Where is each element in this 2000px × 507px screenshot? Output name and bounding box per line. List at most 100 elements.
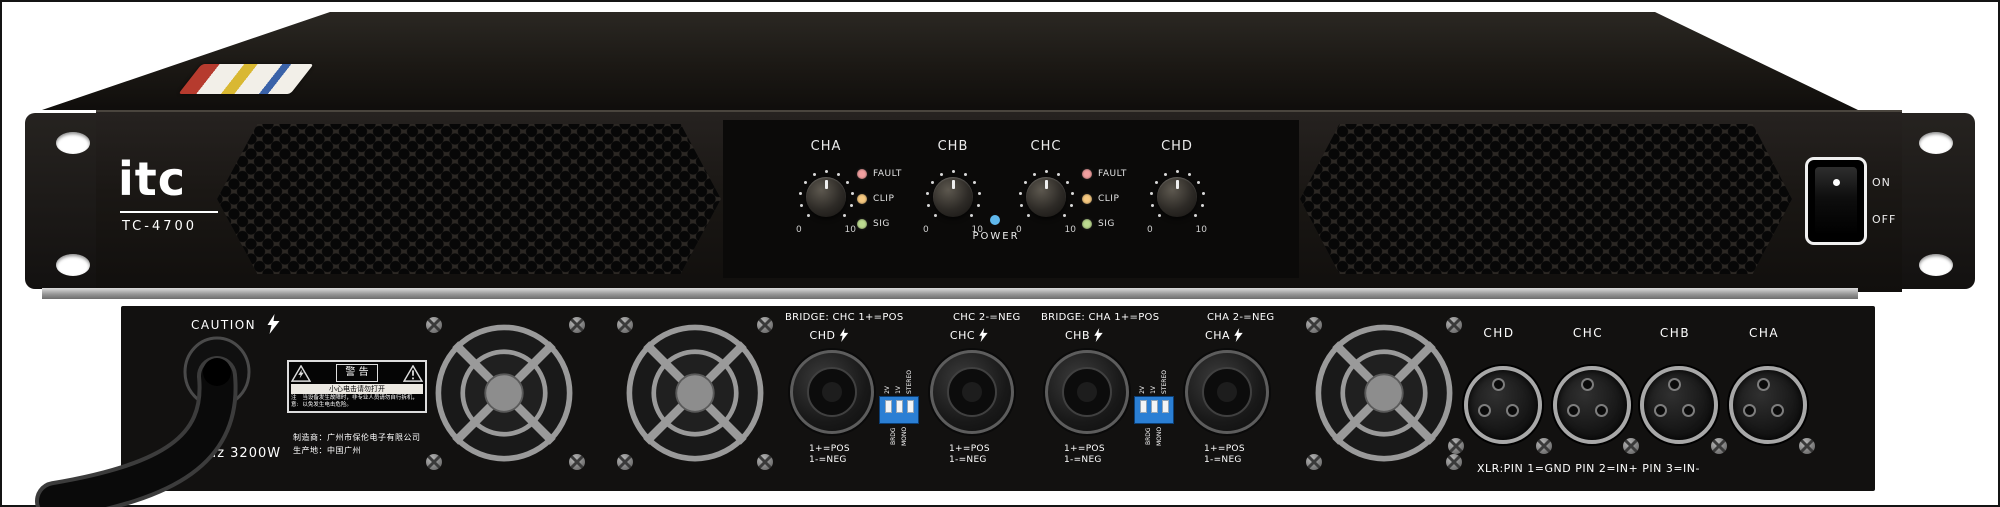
- sig-led: [857, 218, 867, 229]
- gain-knob-chb[interactable]: [924, 168, 982, 226]
- pin-pos: 1+=POS: [949, 444, 990, 454]
- xlr-pin-hole: [1478, 404, 1491, 417]
- lightning-icon: [1094, 328, 1103, 342]
- pin-pos: 1+=POS: [809, 444, 850, 454]
- xlr-pin-hole: [1567, 404, 1580, 417]
- switch-on-label: ON: [1872, 176, 1891, 189]
- warning-subtitle: 小心电击请勿打开: [291, 384, 423, 394]
- xlr-pin-hole: [1743, 404, 1756, 417]
- xlr-connector-chb: [1640, 366, 1718, 444]
- shock-warning-icon: [291, 364, 311, 382]
- screw: [1799, 438, 1815, 454]
- dip-toggle[interactable]: [1139, 400, 1147, 413]
- led-row: CLIP: [1082, 186, 1127, 211]
- screw: [617, 317, 633, 333]
- channel-text: CHC: [949, 328, 976, 342]
- dip-label-stereo: STEREO: [905, 370, 913, 394]
- power-label: POWER: [972, 231, 1020, 242]
- fan-grille: [1315, 324, 1453, 462]
- top-sticker: [178, 64, 314, 94]
- power-switch[interactable]: [1805, 157, 1867, 245]
- fault-led: [857, 168, 867, 179]
- scale-max: 10: [1064, 225, 1076, 235]
- xlr-connector-cha: [1729, 366, 1807, 444]
- led-indicators-left: FAULT CLIP SIG: [857, 161, 902, 236]
- speakon-channel-label-chd: CHD: [810, 328, 849, 342]
- dip-toggle[interactable]: [1161, 400, 1169, 413]
- pin-neg: 1-=NEG: [1204, 455, 1242, 465]
- speakon-connector-chb: [1045, 350, 1129, 434]
- rear-panel: CAUTION ~50Hz 3200W 警 告 小心电击请勿打开 注意: 当设备…: [121, 306, 1875, 491]
- channel-label-chd: CHD: [1161, 139, 1193, 154]
- power-led: [990, 215, 1000, 225]
- screw: [1711, 438, 1727, 454]
- screw: [1448, 438, 1464, 454]
- channel-label-chc: CHC: [1030, 139, 1062, 154]
- chassis-base-strip: [42, 288, 1858, 299]
- dip-label-2v: 2V: [1139, 386, 1147, 394]
- ventilation-grille-right: [1300, 124, 1792, 274]
- dip-body[interactable]: [1134, 396, 1174, 424]
- led-row: FAULT: [1082, 161, 1127, 186]
- pin-polarity-label-chb: 1+=POS 1-=NEG: [1064, 444, 1105, 466]
- knob-scale-chd: 0 10: [1147, 225, 1207, 235]
- dip-toggle[interactable]: [884, 400, 892, 413]
- screw: [1446, 454, 1462, 470]
- switch-off-label: OFF: [1872, 213, 1897, 226]
- gain-knob-cha[interactable]: [797, 168, 855, 226]
- dip-toggle[interactable]: [1150, 400, 1158, 413]
- scale-max: 10: [1195, 225, 1207, 235]
- screw: [1306, 454, 1322, 470]
- scale-min: 0: [1016, 225, 1022, 235]
- gain-knob-chd[interactable]: [1148, 168, 1206, 226]
- sig-label: SIG: [1098, 218, 1115, 229]
- pin-neg: 1-=NEG: [809, 455, 847, 465]
- channel-label-cha: CHA: [810, 139, 842, 154]
- dip-label-brdg: BRDG: [889, 427, 897, 445]
- clip-led: [1082, 193, 1092, 204]
- sig-label: SIG: [873, 218, 890, 229]
- exclamation-warning-icon: [403, 364, 423, 382]
- bridge-label-group1: BRIDGE: CHC 1+=POS: [785, 312, 904, 323]
- pin-neg: 1-=NEG: [1064, 455, 1102, 465]
- screw: [569, 317, 585, 333]
- rack-mount-hole: [1919, 254, 1953, 276]
- speakon-connector-chc: [930, 350, 1014, 434]
- fault-label: FAULT: [873, 168, 902, 179]
- warning-label: 警 告 小心电击请勿打开 注意: 当设备发生故障时，非专业人员请勿自行拆机，以免…: [287, 360, 427, 413]
- speakon-channel-label-cha: CHA: [1205, 328, 1243, 342]
- channel-text: CHD: [809, 328, 836, 342]
- screw: [757, 454, 773, 470]
- lightning-icon: [267, 314, 280, 334]
- gain-knob-chc[interactable]: [1017, 168, 1075, 226]
- scale-max: 10: [971, 225, 983, 235]
- model-number: TC-4700: [122, 219, 198, 234]
- dip-toggle[interactable]: [906, 400, 914, 413]
- screw: [569, 454, 585, 470]
- dip-body[interactable]: [879, 396, 919, 424]
- xlr-pin-hole: [1492, 378, 1505, 391]
- mode-dip-switch-group1[interactable]: 2V 1V STEREO BRDG MONO: [875, 368, 923, 447]
- clip-label: CLIP: [873, 193, 895, 204]
- bridge-label-group2: BRIDGE: CHA 1+=POS: [1041, 312, 1160, 323]
- xlr-connector-chd: [1464, 366, 1542, 444]
- knob-cap: [806, 177, 846, 217]
- dip-toggle[interactable]: [895, 400, 903, 413]
- xlr-pin-hole: [1757, 378, 1770, 391]
- led-row: SIG: [1082, 211, 1127, 236]
- manufacturer-line1: 制造商：广州市保伦电子有限公司: [293, 433, 421, 442]
- dip-bottom-labels: BRDG MONO: [875, 425, 923, 447]
- mode-dip-switch-group2[interactable]: 2V 1V STEREO BRDG MONO: [1130, 368, 1178, 447]
- clip-label: CLIP: [1098, 193, 1120, 204]
- pin-polarity-label-chc: 1+=POS 1-=NEG: [949, 444, 990, 466]
- xlr-pin-hole: [1595, 404, 1608, 417]
- xlr-label-chd: CHD: [1483, 326, 1515, 340]
- screw: [617, 454, 633, 470]
- speakon-connector-cha: [1185, 350, 1269, 434]
- scale-min: 0: [796, 225, 802, 235]
- scale-min: 0: [1147, 225, 1153, 235]
- xlr-pin-hole: [1771, 404, 1784, 417]
- rocker[interactable]: [1815, 167, 1857, 235]
